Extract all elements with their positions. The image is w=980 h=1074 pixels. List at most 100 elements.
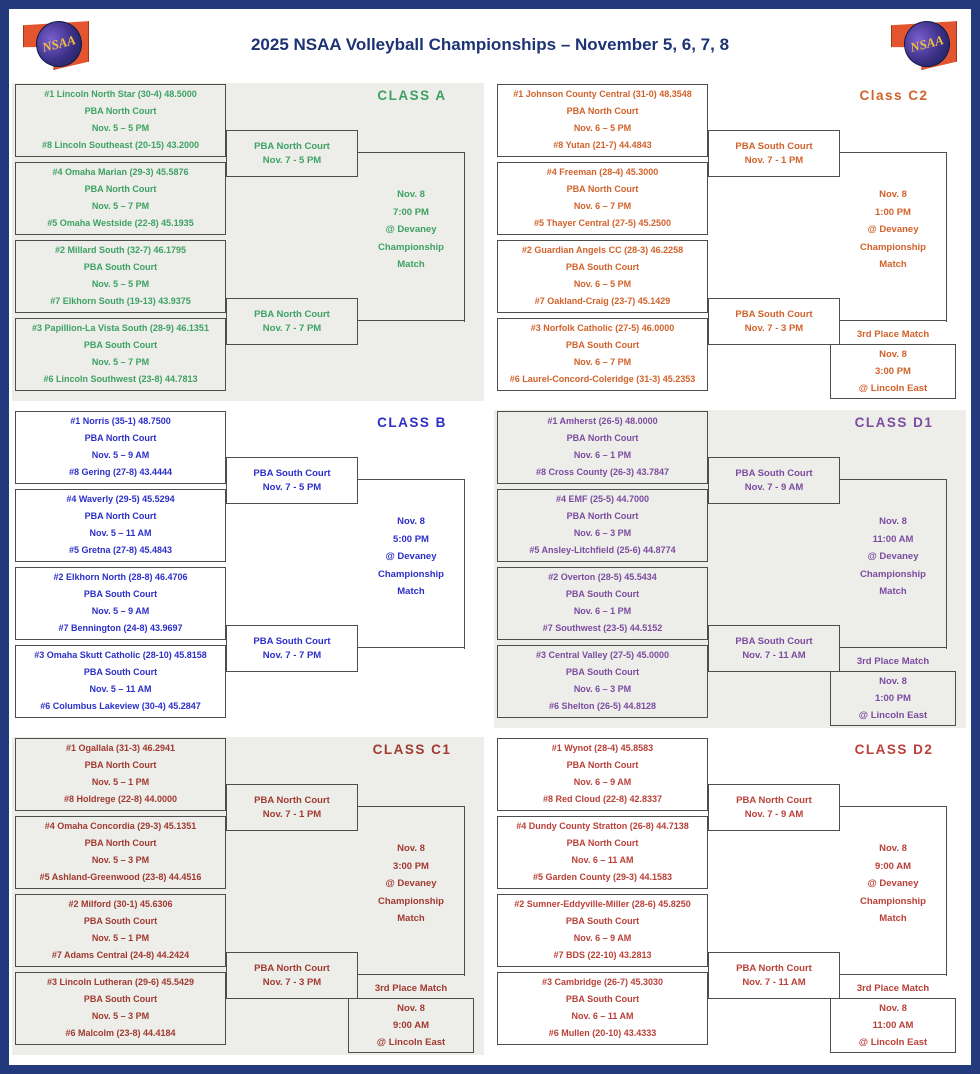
match-team-bottom: #6 Lincoln Southwest (23-8) 44.7813 <box>43 374 198 384</box>
match-venue: PBA North Court <box>566 184 639 194</box>
championship-line: Nov. 8 <box>879 516 907 527</box>
match-venue: PBA North Court <box>566 511 639 521</box>
page-header: NSAA 2025 NSAA Volleyball Championships … <box>9 9 971 81</box>
match-venue: PBA North Court <box>84 511 157 521</box>
match-team-top: #1 Norris (35-1) 48.7500 <box>70 416 171 426</box>
bracket-line <box>840 974 946 975</box>
bracket-line <box>358 479 464 480</box>
semifinal-venue: PBA North Court <box>254 962 330 974</box>
third-place-line: Nov. 8 <box>397 1003 425 1014</box>
match-team-top: #3 Central Valley (27-5) 45.0000 <box>535 650 670 660</box>
third-place-box: Nov. 8 3:00 PM @ Lincoln East <box>830 344 956 399</box>
match-box: #1 Wynot (28-4) 45.8583 PBA North Court … <box>497 738 708 811</box>
championship-line: @ Devaney <box>385 224 437 235</box>
match-venue: PBA North Court <box>84 760 157 770</box>
semifinal-datetime: Nov. 7 - 7 PM <box>262 649 322 661</box>
third-place-label: 3rd Place Match <box>856 656 930 667</box>
bracket-line <box>358 806 464 807</box>
championship-line: Match <box>397 913 425 924</box>
semifinal-venue: PBA South Court <box>735 308 813 320</box>
match-team-bottom: #8 Yutan (21-7) 44.4843 <box>553 140 652 150</box>
match-box: #4 Dundy County Stratton (26-8) 44.7138 … <box>497 816 708 889</box>
match-team-top: #1 Lincoln North Star (30-4) 48.5000 <box>44 89 197 99</box>
match-box: #2 Sumner-Eddyville-Miller (28-6) 45.825… <box>497 894 708 967</box>
match-datetime: Nov. 5 – 5 PM <box>91 123 150 133</box>
championship-line: 1:00 PM <box>875 206 911 218</box>
match-team-bottom: #7 Oakland-Craig (23-7) 45.1429 <box>534 296 671 306</box>
semifinal-datetime: Nov. 7 - 1 PM <box>744 154 804 166</box>
match-box: #3 Lincoln Lutheran (29-6) 45.5429 PBA S… <box>15 972 226 1045</box>
match-venue: PBA North Court <box>566 760 639 770</box>
bracket-panel-class-a: CLASS A #1 Lincoln North Star (30-4) 48.… <box>12 83 484 401</box>
match-team-top: #3 Cambridge (26-7) 45.3030 <box>541 977 664 987</box>
match-team-top: #3 Papillion-La Vista South (28-9) 46.13… <box>32 323 209 333</box>
match-team-top: #2 Guardian Angels CC (28-3) 46.2258 <box>521 245 684 255</box>
match-box: #2 Millard South (32-7) 46.1795 PBA Sout… <box>15 240 226 313</box>
bracket-title: CLASS B <box>377 415 447 430</box>
match-team-top: #4 Omaha Concordia (29-3) 45.1351 <box>44 821 197 831</box>
semifinal-box: PBA North Court Nov. 7 - 5 PM <box>226 130 358 177</box>
championship-line: 11:00 AM <box>872 533 914 545</box>
match-team-bottom: #7 BDS (22-10) 43.2813 <box>553 950 652 960</box>
match-team-top: #3 Lincoln Lutheran (29-6) 45.5429 <box>46 977 195 987</box>
third-place-line: @ Lincoln East <box>858 383 928 394</box>
match-venue: PBA South Court <box>83 916 158 926</box>
championship-line: Match <box>397 586 425 597</box>
match-datetime: Nov. 6 – 1 PM <box>573 450 632 460</box>
match-team-bottom: #8 Red Cloud (22-8) 42.8337 <box>542 794 663 804</box>
semifinal-box: PBA North Court Nov. 7 - 3 PM <box>226 952 358 999</box>
match-team-top: #3 Norfolk Catholic (27-5) 46.0000 <box>530 323 675 333</box>
match-box: #1 Johnson County Central (31-0) 48.3548… <box>497 84 708 157</box>
third-place-line: 3:00 PM <box>875 366 911 377</box>
match-datetime: Nov. 6 – 9 AM <box>573 933 632 943</box>
match-box: #1 Norris (35-1) 48.7500 PBA North Court… <box>15 411 226 484</box>
semifinal-venue: PBA South Court <box>735 140 813 152</box>
bracket-panel-class-b: CLASS B #1 Norris (35-1) 48.7500 PBA Nor… <box>12 410 484 728</box>
match-venue: PBA South Court <box>565 262 640 272</box>
match-datetime: Nov. 6 – 3 PM <box>573 528 632 538</box>
match-venue: PBA South Court <box>83 667 158 677</box>
match-team-top: #4 Waverly (29-5) 45.5294 <box>66 494 175 504</box>
match-team-top: #1 Amherst (26-5) 48.0000 <box>547 416 658 426</box>
match-datetime: Nov. 6 – 9 AM <box>573 777 632 787</box>
match-datetime: Nov. 5 – 9 AM <box>91 606 150 616</box>
match-team-bottom: #7 Bennington (24-8) 43.9697 <box>58 623 183 633</box>
bracket-line <box>464 479 465 649</box>
match-venue: PBA North Court <box>566 838 639 848</box>
match-team-top: #4 Freeman (28-4) 45.3000 <box>546 167 659 177</box>
match-team-top: #2 Sumner-Eddyville-Miller (28-6) 45.825… <box>514 899 691 909</box>
championship-line: Championship <box>378 895 444 907</box>
third-place-line: Nov. 8 <box>879 676 907 687</box>
match-box: #3 Omaha Skutt Catholic (28-10) 45.8158 … <box>15 645 226 718</box>
championship-line: Nov. 8 <box>879 843 907 854</box>
match-datetime: Nov. 5 – 7 PM <box>91 201 150 211</box>
match-team-bottom: #7 Adams Central (24-8) 44.2424 <box>51 950 190 960</box>
semifinal-datetime: Nov. 7 - 11 AM <box>742 649 806 661</box>
third-place-line: Nov. 8 <box>879 349 907 360</box>
match-team-top: #4 EMF (25-5) 44.7000 <box>555 494 650 504</box>
match-team-bottom: #5 Ansley-Litchfield (25-6) 44.8774 <box>529 545 676 555</box>
bracket-title: CLASS A <box>377 88 447 103</box>
bracket-line <box>358 647 464 648</box>
match-team-top: #3 Omaha Skutt Catholic (28-10) 45.8158 <box>34 650 207 660</box>
match-team-top: #2 Overton (28-5) 45.5434 <box>548 572 657 582</box>
match-box: #2 Overton (28-5) 45.5434 PBA South Cour… <box>497 567 708 640</box>
semifinal-datetime: Nov. 7 - 3 PM <box>262 976 322 988</box>
match-box: #4 Freeman (28-4) 45.3000 PBA North Cour… <box>497 162 708 235</box>
match-datetime: Nov. 6 – 11 AM <box>571 855 634 865</box>
semifinal-venue: PBA North Court <box>254 140 330 152</box>
semifinal-box: PBA North Court Nov. 7 - 7 PM <box>226 298 358 345</box>
third-place-line: @ Lincoln East <box>858 1037 928 1048</box>
match-box: #4 EMF (25-5) 44.7000 PBA North Court No… <box>497 489 708 562</box>
match-team-bottom: #6 Mullen (20-10) 43.4333 <box>548 1028 657 1038</box>
championship-line: 9:00 AM <box>874 860 912 872</box>
championship-line: Match <box>879 259 907 270</box>
match-datetime: Nov. 6 – 5 PM <box>573 279 632 289</box>
